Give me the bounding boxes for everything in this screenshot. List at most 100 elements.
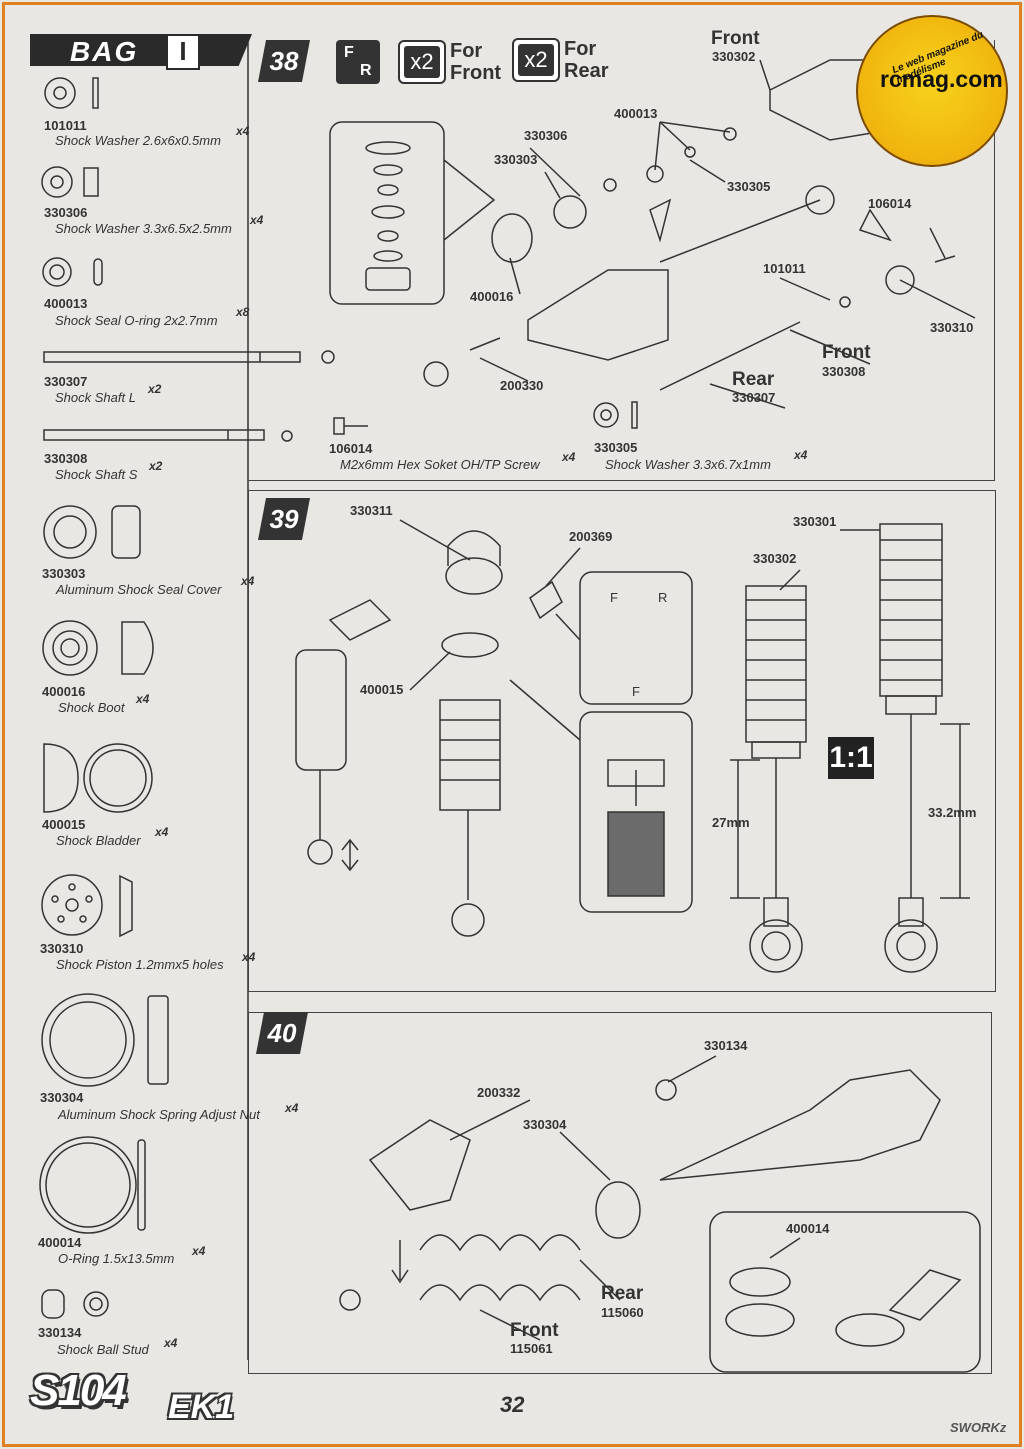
part-330310-desc: Shock Piston 1.2mmx5 holes (56, 957, 224, 972)
fr-r-letter: R (360, 62, 372, 79)
callout-106014: 106014 (868, 196, 912, 211)
for-front-text: For Front (450, 40, 501, 84)
step-40-badge: 40 (256, 1012, 308, 1054)
callout-330305: 330305 (727, 179, 771, 194)
front-label-mid: Front (822, 342, 871, 363)
part-330307-desc: Shock Shaft L (55, 390, 136, 405)
part-330310-qty: x4 (242, 950, 256, 964)
step-38-number: 38 (269, 46, 299, 76)
bag-label: BAG (70, 36, 139, 67)
callout-330302: 330302 (712, 49, 756, 64)
callout-330311: 330311 (350, 503, 393, 518)
step-39-number: 39 (269, 504, 299, 534)
logo-ek1: EK1 (168, 1388, 235, 1426)
part-330304-pn: 330304 (40, 1090, 84, 1105)
part-400014-desc: O-Ring 1.5x13.5mm (58, 1251, 175, 1266)
fr-f-letter: F (344, 44, 354, 61)
part-330306-qty: x4 (250, 213, 264, 227)
dimension-short: 27mm (712, 815, 750, 830)
for-rear-line1: For (564, 38, 597, 60)
callout-200369: 200369 (569, 529, 613, 544)
spring-rear-label: Rear (601, 1283, 644, 1304)
for-rear-line2: Rear (564, 60, 609, 82)
callout-330307: 330307 (732, 390, 776, 405)
part-400015-qty: x4 (155, 825, 169, 839)
callout-330301: 330301 (793, 514, 837, 529)
part-330303-desc: Aluminum Shock Seal Cover (56, 582, 222, 597)
screw-qty: x4 (562, 450, 576, 464)
part-330304-desc: Aluminum Shock Spring Adjust Nut (58, 1107, 260, 1122)
part-101011-pn: 101011 (44, 118, 87, 133)
part-330308-pn: 330308 (44, 451, 88, 466)
callout-330310: 330310 (930, 320, 974, 335)
part-330303-pn: 330303 (42, 566, 86, 581)
part-330310-pn: 330310 (40, 941, 84, 956)
spring-front-label: Front (510, 1320, 559, 1341)
part-101011-qty: x4 (236, 124, 250, 138)
callout-400015: 400015 (360, 682, 404, 697)
detail-f-label: F (610, 590, 618, 605)
part-400014-pn: 400014 (38, 1235, 82, 1250)
qty-rear-chip: x2 (512, 38, 560, 82)
step-38-badge: 38 (258, 40, 310, 82)
part-400016-desc: Shock Boot (58, 700, 125, 715)
screw-pn: 106014 (329, 441, 373, 456)
callout-330308: 330308 (822, 364, 866, 379)
callout-330134: 330134 (704, 1038, 748, 1053)
part-400013-pn: 400013 (44, 296, 88, 311)
part-400013-qty: x8 (236, 305, 250, 319)
step-38-frame (248, 40, 995, 481)
washer-pn: 330305 (594, 440, 638, 455)
qty-front: x2 (404, 46, 440, 78)
for-rear-text: For Rear (564, 38, 608, 82)
qty-front-chip: x2 (398, 40, 446, 84)
part-330308-desc: Shock Shaft S (55, 467, 138, 482)
callout-400016: 400016 (470, 289, 514, 304)
page-number: 32 (500, 1392, 525, 1417)
part-330306-pn: 330306 (44, 205, 88, 220)
screw-desc: M2x6mm Hex Soket OH/TP Screw (340, 457, 540, 472)
step-39-badge: 39 (258, 498, 310, 540)
part-330304-qty: x4 (285, 1101, 299, 1115)
for-front-line2: Front (450, 62, 502, 84)
front-label-top: Front (711, 28, 760, 49)
scale-badge: 1:1 (828, 737, 874, 779)
step-40-frame (248, 1012, 992, 1374)
rcmag-logo (856, 15, 1008, 167)
part-400014-qty: x4 (192, 1244, 206, 1258)
detail-f-label-2: F (632, 684, 640, 699)
callout-330304: 330304 (523, 1117, 567, 1132)
part-330134-desc: Shock Ball Stud (57, 1342, 149, 1357)
part-330307-pn: 330307 (44, 374, 88, 389)
part-400016-pn: 400016 (42, 684, 86, 699)
part-330134-pn: 330134 (38, 1325, 82, 1340)
part-400015-desc: Shock Bladder (56, 833, 141, 848)
callout-330302-step39: 330302 (753, 551, 797, 566)
callout-400014: 400014 (786, 1221, 830, 1236)
rcmag-name: rcmag.com (880, 66, 1003, 92)
part-330303-qty: x4 (241, 574, 255, 588)
bag-banner (30, 34, 252, 66)
dimension-long: 33.2mm (928, 805, 977, 820)
callout-400013: 400013 (614, 106, 658, 121)
part-400016-qty: x4 (136, 692, 150, 706)
rear-label: Rear (732, 369, 775, 390)
qty-rear: x2 (518, 44, 554, 76)
spring-front-pn: 115061 (510, 1341, 553, 1356)
logo-sworkz: SWORKz (950, 1420, 1007, 1435)
part-330134-qty: x4 (164, 1336, 178, 1350)
step-40-number: 40 (267, 1018, 297, 1048)
callout-330306: 330306 (524, 128, 568, 143)
callout-101011: 101011 (763, 261, 806, 276)
bag-number: I (166, 34, 200, 70)
part-330306-desc: Shock Washer 3.3x6.5x2.5mm (55, 221, 232, 236)
step-39-frame (248, 490, 996, 992)
part-330308-qty: x2 (149, 459, 163, 473)
for-front-line1: For (450, 40, 483, 62)
callout-200330: 200330 (500, 378, 544, 393)
front-rear-icon: F R (336, 40, 380, 84)
callout-330303: 330303 (494, 152, 538, 167)
washer-desc: Shock Washer 3.3x6.7x1mm (605, 457, 771, 472)
